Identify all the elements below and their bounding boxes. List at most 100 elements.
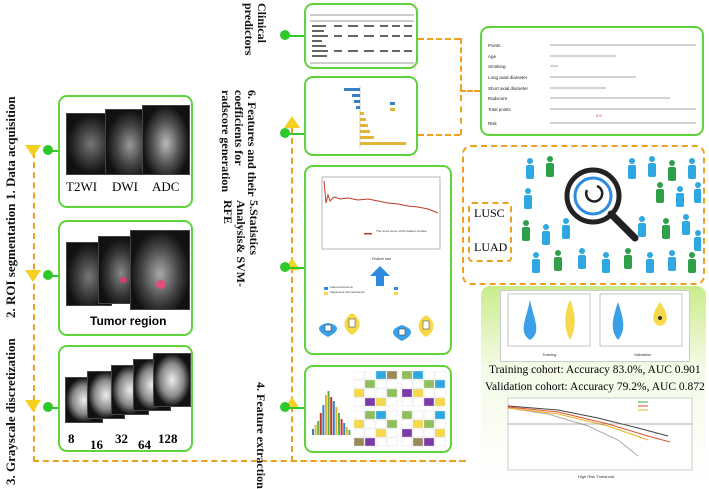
connector-line [288, 407, 304, 409]
connector-dot [280, 402, 290, 412]
histogram-bar [322, 405, 325, 435]
person-icon [522, 220, 530, 241]
matrix-cell [354, 397, 365, 407]
matrix-cell [375, 388, 387, 398]
matrix-cell [354, 410, 365, 420]
histogram-bar [348, 430, 351, 435]
histogram-bar [345, 427, 348, 435]
person-icon [668, 250, 676, 271]
class-labels-box [468, 202, 512, 262]
nomogram-graphic: 0.5 [550, 44, 696, 124]
patient-population-graphic [522, 156, 701, 273]
tumor-region-caption: Tumor region [90, 314, 167, 328]
person-icon [668, 160, 676, 181]
connector-line [48, 150, 58, 152]
matrix-cell [375, 410, 387, 420]
matrix-cell [354, 419, 365, 429]
person-icon [562, 218, 570, 239]
matrix-cell [386, 410, 398, 420]
nomogram-row-label: Age [488, 54, 497, 59]
matrix-cell [412, 428, 424, 438]
svm-rfe-panel: The cross curve of the feature number Fe… [304, 165, 452, 355]
dwi-label: DWI [112, 179, 138, 194]
luad-label: LUAD [474, 240, 508, 254]
histogram-bar [312, 429, 314, 435]
matrix-cell [354, 388, 365, 398]
person-icon [532, 252, 540, 273]
matrix-cell [401, 428, 413, 438]
connector-dot [280, 128, 290, 138]
histogram-bar [335, 407, 338, 435]
connector-line [288, 35, 304, 37]
svm-curve-legend: The cross curve of the feature number [376, 229, 427, 233]
matrix-cell [364, 397, 376, 407]
connector-line [288, 267, 304, 269]
violin-validation-label: Validation [634, 352, 652, 357]
tumor-region-marker [156, 280, 166, 289]
matrix-cell [386, 397, 398, 407]
connector-dot [280, 30, 290, 40]
person-icon [662, 218, 670, 239]
histogram-bar [327, 391, 330, 435]
person-icon [646, 252, 654, 273]
matrix-cell [386, 437, 398, 447]
matrix-cell [364, 388, 376, 398]
nomogram-row-label: Smoking [488, 64, 506, 69]
gray-level-16: 16 [90, 437, 103, 452]
dca-xlabel: High Risk Threshold [578, 474, 614, 479]
matrix-cell [423, 437, 435, 447]
person-icon [682, 214, 690, 235]
person-icon [648, 156, 656, 177]
matrix-cell [423, 428, 435, 438]
person-icon [694, 182, 701, 203]
gray-level-128-image [153, 353, 191, 407]
adc-label: ADC [152, 179, 180, 194]
matrix-cell [401, 419, 413, 429]
svm-legend-adeno: Adenocarcinoma [330, 285, 353, 289]
left-vertical-connector [33, 152, 35, 462]
matrix-cell [354, 428, 365, 438]
matrix-cell [434, 388, 446, 398]
person-icon [602, 252, 610, 273]
matrix-cell [401, 437, 413, 447]
results-violin-graphic [507, 293, 683, 347]
validation-cohort-result: Validation cohort: Accuracy 79.2%, AUC 0… [485, 381, 705, 393]
matrix-cell [386, 419, 398, 429]
person-icon [578, 248, 586, 269]
step-clinical-predictors: Clinical predictors [242, 3, 269, 56]
feature-curve-graphic [321, 176, 441, 250]
training-cohort-result: Training cohort: Accuracy 83.0%, AUC 0.9… [489, 364, 701, 376]
adc-image [142, 105, 190, 175]
histogram-bar [332, 401, 335, 435]
matrix-cell [423, 388, 435, 398]
svm-violin-graphic [319, 287, 434, 341]
matrix-cell [412, 379, 424, 389]
gray-level-8: 8 [68, 431, 75, 446]
svm-legend-squamous: Squamous cell carcinoma [330, 290, 365, 294]
matrix-cell [386, 388, 398, 398]
matrix-cell [354, 437, 365, 447]
clinical-table-graphic [310, 14, 414, 64]
nomogram-row-label: Long axial diameter [488, 75, 528, 80]
clinical-to-nomogram-connector [418, 38, 460, 40]
matrix-cell [401, 379, 413, 389]
matrix-cell [412, 388, 424, 398]
bottom-horizontal-connector [33, 460, 465, 462]
clinical-to-nomogram-vertical [460, 38, 462, 90]
matrix-cell [375, 419, 387, 429]
roi-slice-3 [130, 230, 190, 310]
matrix-cell [434, 371, 446, 380]
gray-level-64: 64 [138, 437, 151, 452]
clinical-predictors-panel [304, 3, 418, 69]
histogram-bar [343, 423, 346, 435]
gray-level-32: 32 [115, 431, 128, 446]
matrix-cell [364, 428, 376, 438]
connector-line [48, 275, 58, 277]
tumor-region-marker [120, 277, 127, 283]
person-icon [526, 158, 534, 179]
matrix-cell [423, 379, 435, 389]
data-acquisition-panel: T2WI DWI ADC [58, 95, 193, 208]
grayscale-panel: 8 16 32 64 128 [58, 345, 193, 452]
t2wi-label: T2WI [66, 179, 98, 194]
